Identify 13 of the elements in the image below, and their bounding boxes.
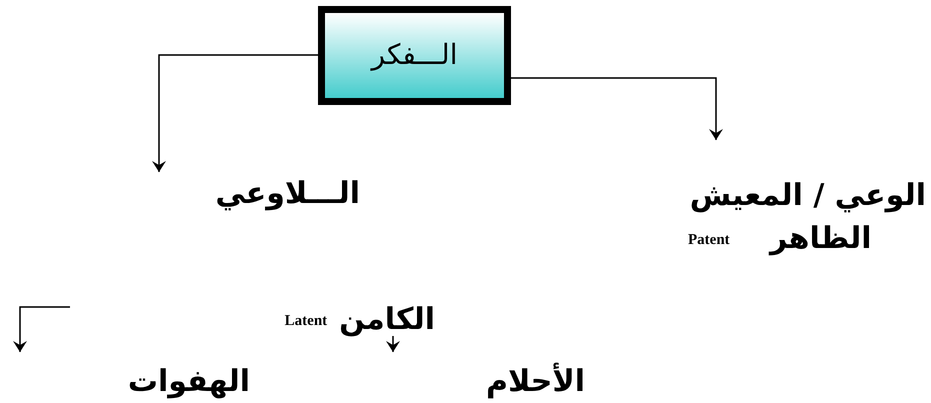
arrow [511, 77, 723, 140]
box-title: الـــفكر [372, 40, 458, 71]
concept-label: الكامن [339, 303, 435, 336]
concept-label: الظاهر [770, 222, 872, 255]
concept-label: الهفوات [128, 365, 250, 398]
arrow [152, 54, 318, 172]
arrow [386, 336, 400, 352]
concept-label: الوعي / المعيش [690, 179, 926, 212]
concept-label: الـــلاوعي [215, 177, 360, 210]
concept-box [318, 6, 511, 105]
concept-label: الأحلام [486, 365, 585, 398]
english-term: Latent [284, 313, 328, 330]
english-term: Patent [688, 232, 730, 249]
